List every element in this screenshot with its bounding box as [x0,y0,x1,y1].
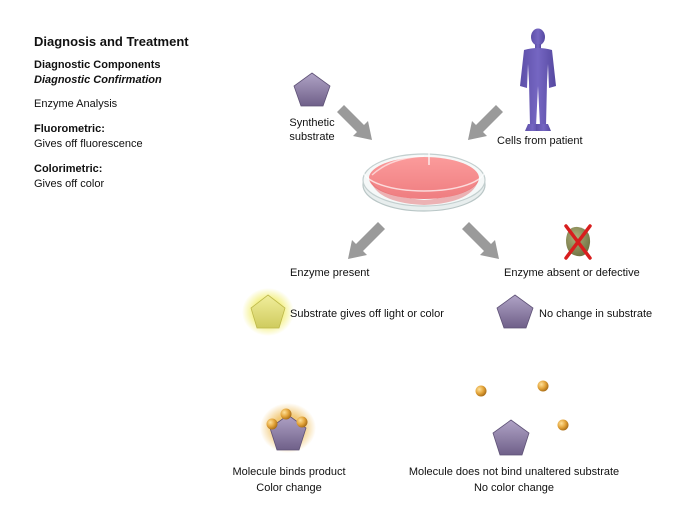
arrow-dish-to-enzyme-absent [462,222,499,259]
binds-product-line2: Color change [256,482,322,494]
unchanged-substrate-pentagon-icon [496,294,534,329]
arrow-dish-to-enzyme-present [348,222,385,259]
binds-product-line1: Molecule binds product [232,466,346,478]
free-sphere-icon [557,419,569,431]
synthetic-substrate-label-line1: Synthetic [289,117,335,129]
unbound-substrate-pentagon-icon [492,419,530,456]
cells-from-patient-label: Cells from patient [497,135,583,147]
arrow-cells-to-dish [468,105,503,140]
no-bind-line2: No color change [473,482,555,494]
diagnostic-confirmation-heading: Diagnostic Confirmation [34,74,162,86]
colorimetric-description: Gives off color [34,178,105,190]
no-bind-label: Molecule does not bind unaltered substra… [404,465,624,495]
glowing-substrate-pentagon-icon [242,288,294,336]
free-sphere-icon [475,385,487,397]
page-title: Diagnosis and Treatment [34,34,189,49]
fluorometric-description: Gives off fluorescence [34,138,143,150]
enzyme-present-label: Enzyme present [290,267,370,279]
substrate-gives-light-label: Substrate gives off light or color [290,308,444,320]
binds-product-label: Molecule binds product Color change [219,465,359,495]
enzyme-absent-label: Enzyme absent or defective [504,267,640,279]
bound-product-pentagon-icon [260,403,316,453]
arrow-substrate-to-dish [337,105,372,140]
petri-dish-icon [362,148,486,212]
no-bind-line1: Molecule does not bind unaltered substra… [408,466,620,478]
synthetic-substrate-pentagon-icon [293,72,331,107]
colorimetric-heading: Colorimetric: [34,163,103,175]
no-change-label: No change in substrate [539,308,653,320]
free-sphere-icon [537,380,549,392]
person-silhouette-icon [520,28,556,131]
synthetic-substrate-label: Synthetic substrate [276,116,348,144]
fluorometric-heading: Fluorometric: [34,123,105,135]
synthetic-substrate-label-line2: substrate [289,131,335,143]
enzyme-analysis-label: Enzyme Analysis [34,98,118,110]
crossed-enzyme-icon [564,224,592,260]
diagnostic-components-heading: Diagnostic Components [34,59,161,71]
